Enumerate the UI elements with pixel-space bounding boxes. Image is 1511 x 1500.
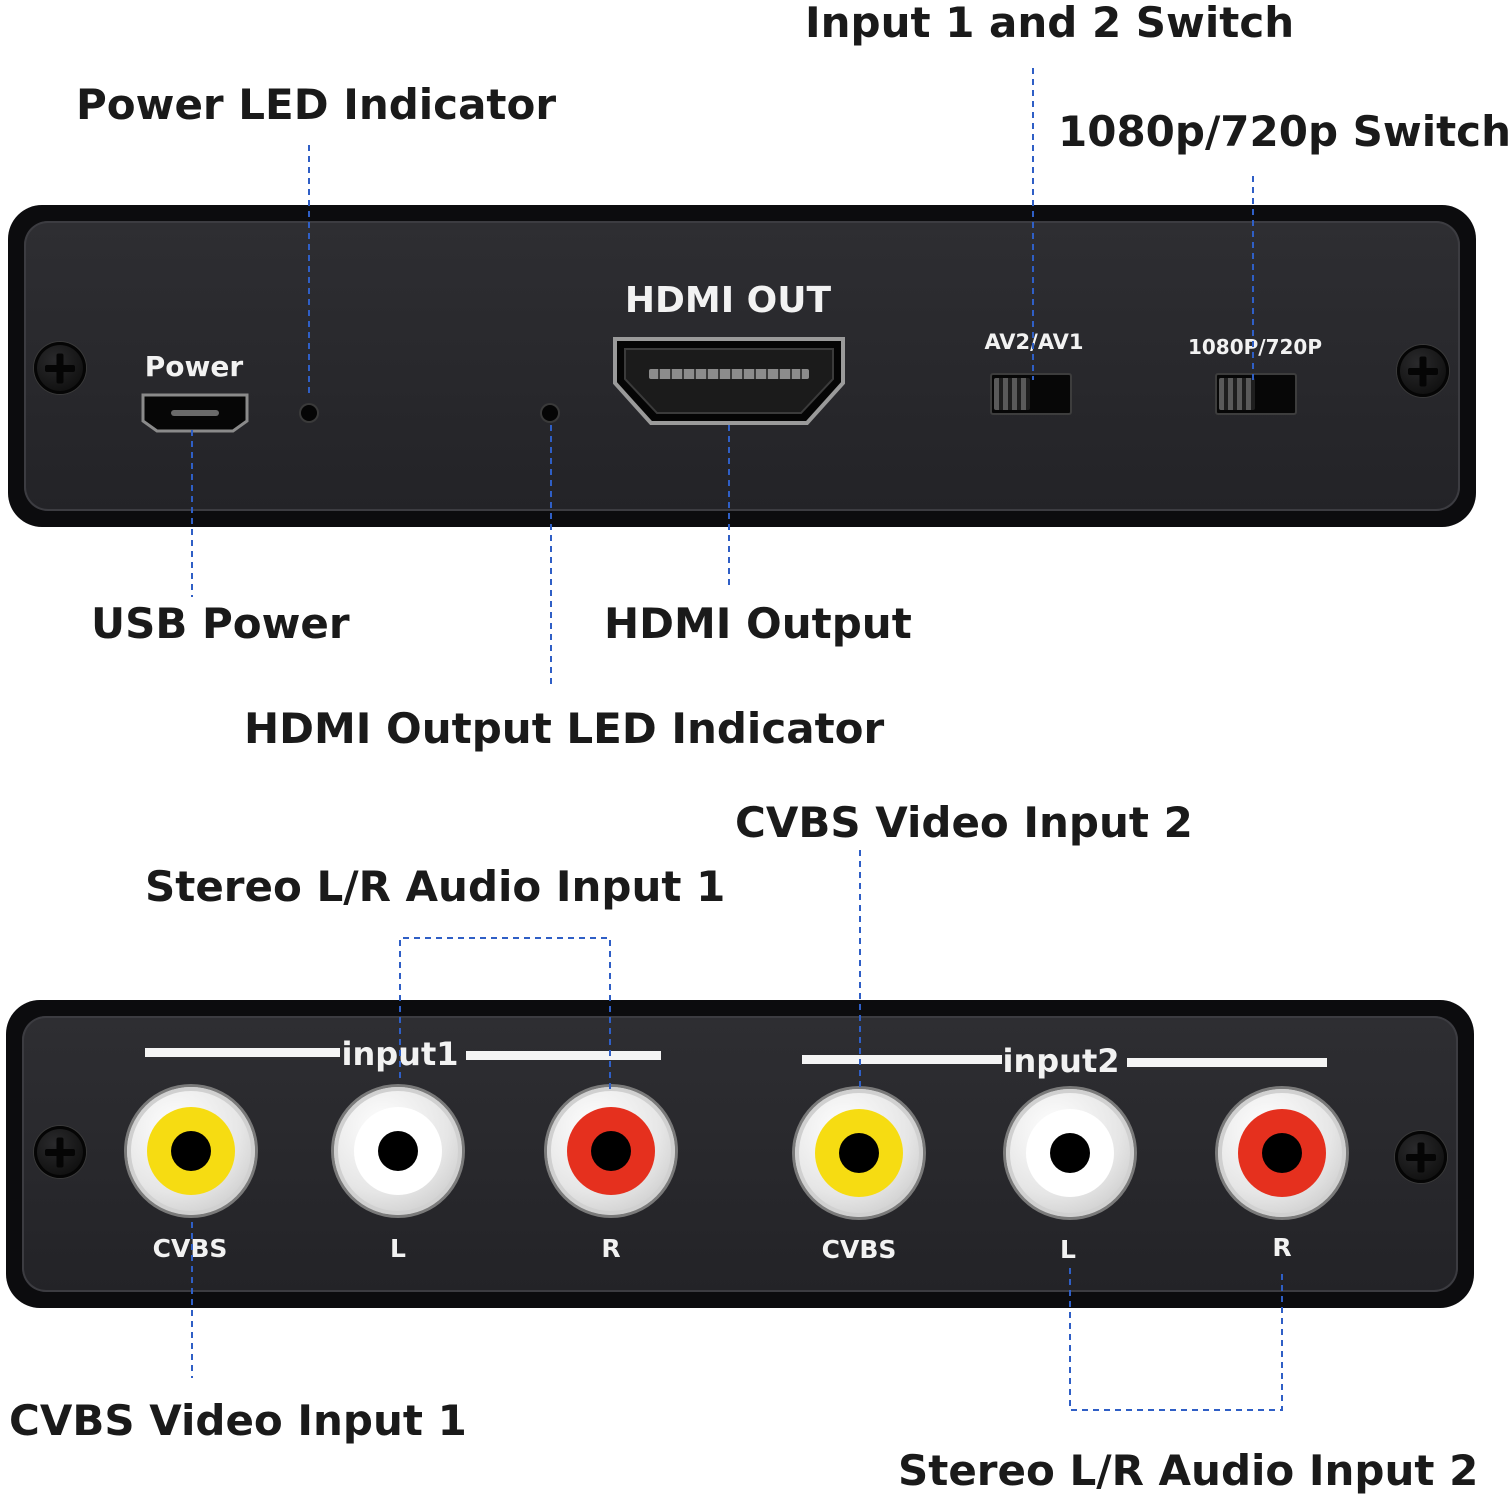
audio-left-input-2-jack[interactable]	[1006, 1089, 1134, 1217]
resolution-switch-label: 1080P/720P	[1187, 335, 1323, 359]
input2-divider-right	[1127, 1058, 1327, 1067]
audio-right-input-2-jack[interactable]	[1218, 1089, 1346, 1217]
input2-label: input2	[1002, 1042, 1120, 1080]
cvbs-input-1-jack[interactable]	[127, 1087, 255, 1215]
cvbs-input-1-callout: CVBS Video Input 1	[9, 1396, 467, 1445]
audio-input-1-leader	[399, 937, 611, 1090]
usb-power-callout: USB Power	[91, 599, 350, 648]
front-panel: Power HDMI OUT AV2/AV1 1080P/720P	[8, 205, 1476, 527]
resolution-switch-knob	[1219, 378, 1255, 410]
audio-right-input-1-port-label: R	[601, 1234, 621, 1263]
hdmi-output-led-icon	[542, 405, 558, 421]
input-switch-label: AV2/AV1	[984, 330, 1084, 354]
input-switch-toggle[interactable]	[990, 373, 1072, 415]
left-screw-icon	[34, 1126, 86, 1178]
audio-right-input-2-port-label: R	[1272, 1233, 1292, 1262]
hdmi-output-callout: HDMI Output	[604, 599, 912, 648]
right-screw-icon	[1397, 345, 1449, 397]
right-screw-icon	[1395, 1131, 1447, 1183]
power-led-callout: Power LED Indicator	[76, 80, 557, 129]
audio-right-input-1-jack[interactable]	[547, 1087, 675, 1215]
audio-input-1-callout: Stereo L/R Audio Input 1	[145, 862, 726, 911]
hdmi-port-label: HDMI OUT	[624, 280, 832, 321]
input-switch-knob	[994, 378, 1030, 410]
audio-left-input-2-port-label: L	[1060, 1235, 1076, 1264]
hdmi-led-callout: HDMI Output LED Indicator	[244, 704, 885, 753]
power-port-label: Power	[144, 350, 244, 383]
input1-divider-right	[466, 1051, 661, 1060]
input2-divider-left	[802, 1055, 1002, 1064]
audio-left-input-1-port-label: L	[390, 1234, 406, 1263]
resolution-switch-callout: 1080p/720p Switch	[1058, 107, 1511, 156]
left-screw-icon	[34, 342, 86, 394]
resolution-switch-toggle[interactable]	[1215, 373, 1297, 415]
audio-left-input-1-jack[interactable]	[334, 1087, 462, 1215]
audio-input-2-callout: Stereo L/R Audio Input 2	[898, 1446, 1479, 1495]
audio-input-2-leader	[1069, 1268, 1283, 1411]
micro-usb-port-icon	[141, 393, 249, 433]
input1-divider-left	[145, 1048, 340, 1057]
back-panel: input1 CVBS L R input2 CVBS L R	[6, 1000, 1474, 1308]
cvbs-input-2-callout: CVBS Video Input 2	[735, 798, 1193, 847]
cvbs-input-1-port-label: CVBS	[152, 1234, 228, 1263]
power-led-icon	[301, 405, 317, 421]
cvbs-input-2-jack[interactable]	[795, 1089, 923, 1217]
hdmi-port-icon	[613, 337, 845, 425]
input-switch-callout: Input 1 and 2 Switch	[805, 0, 1295, 47]
cvbs-input-2-port-label: CVBS	[821, 1235, 897, 1264]
